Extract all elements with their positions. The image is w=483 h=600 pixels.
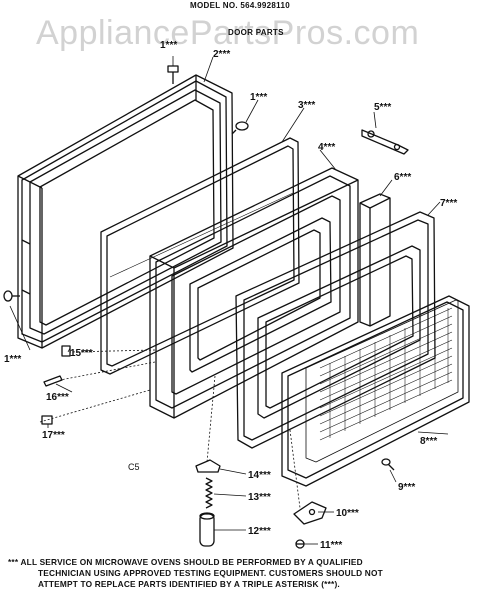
spring-13	[205, 477, 213, 509]
fastener-16	[43, 375, 63, 387]
door-screen-panel	[281, 295, 470, 487]
label-part-11: 11***	[320, 540, 342, 551]
lever-14	[195, 459, 221, 473]
service-footnote: *** ALL SERVICE ON MICROWAVE OVENS SHOUL…	[8, 557, 478, 590]
label-part-17: 17***	[42, 430, 65, 441]
cylinder-12	[199, 512, 215, 547]
label-part-10: 10***	[336, 508, 359, 519]
clip-17	[41, 415, 53, 425]
leader-lines	[9, 56, 449, 545]
model-number: MODEL NO. 564.9928110	[190, 1, 290, 10]
outer-door-frame	[17, 74, 234, 349]
perforated-screen	[319, 307, 453, 441]
watermark: AppliancePartsPros.com	[36, 14, 420, 52]
footnote-line-2: TECHNICIAN USING APPROVED TESTING EQUIPM…	[38, 568, 383, 578]
label-part-1-left: 1***	[4, 354, 21, 365]
label-part-1-mid: 1***	[250, 92, 267, 103]
label-part-15: 15***	[70, 348, 93, 359]
label-part-8: 8***	[420, 436, 437, 447]
label-part-13: 13***	[248, 492, 271, 503]
label-part-3: 3***	[298, 100, 315, 111]
label-part-2: 2***	[213, 49, 230, 60]
screw-top	[167, 65, 179, 84]
fastener-15	[61, 345, 71, 357]
screw-mid	[231, 121, 249, 135]
label-part-12: 12***	[248, 526, 271, 537]
label-part-9: 9***	[398, 482, 415, 493]
hinge-plate-10	[293, 501, 327, 525]
label-part-6: 6***	[394, 172, 411, 183]
screw-11	[295, 539, 305, 549]
diagram-code: C5	[128, 462, 140, 472]
label-part-5: 5***	[374, 102, 391, 113]
footnote-line-3: ATTEMPT TO REPLACE PARTS IDENTIFIED BY A…	[38, 579, 340, 589]
inner-door-chassis	[149, 167, 359, 419]
label-part-16: 16***	[46, 392, 69, 403]
gasket-block	[359, 193, 391, 327]
label-part-14: 14***	[248, 470, 271, 481]
screw-left	[3, 290, 20, 302]
label-part-1-top: 1***	[160, 40, 177, 51]
glass-panel	[100, 137, 300, 375]
label-part-4: 4***	[318, 142, 335, 153]
screw-9	[381, 458, 395, 471]
section-title: DOOR PARTS	[228, 28, 284, 37]
footnote-line-1: *** ALL SERVICE ON MICROWAVE OVENS SHOUL…	[8, 557, 363, 567]
label-part-7: 7***	[440, 198, 457, 209]
latch-bracket	[361, 129, 409, 155]
